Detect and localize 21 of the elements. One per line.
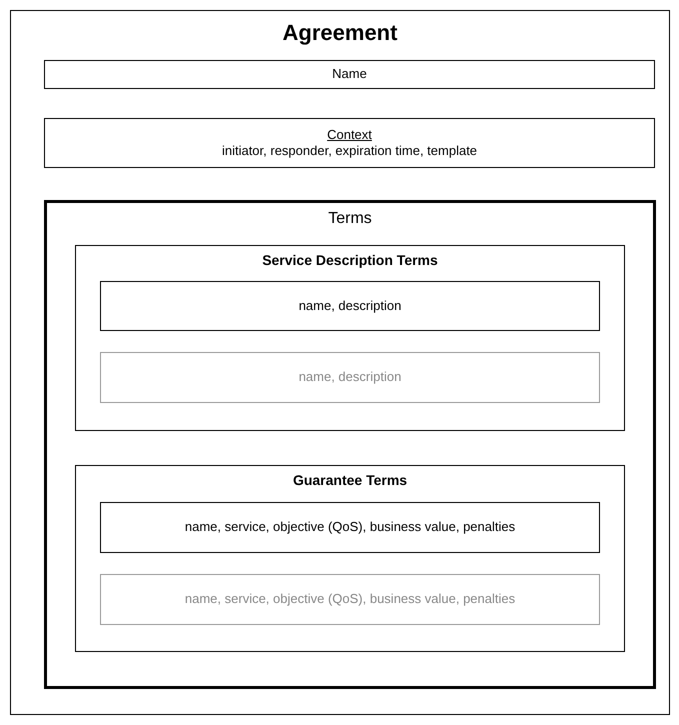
box-text: initiator, responder, expiration time, template xyxy=(222,143,478,160)
term-box xyxy=(100,502,600,553)
box-heading: Agreement xyxy=(282,19,398,46)
field-box xyxy=(44,118,655,168)
container-box xyxy=(44,200,656,689)
box-text: name, description xyxy=(298,298,402,314)
box-text: name, description xyxy=(298,369,402,386)
diagram-frame xyxy=(10,10,670,715)
box-text: Name xyxy=(332,66,367,83)
field-box xyxy=(44,60,655,89)
term-box xyxy=(100,574,600,625)
box-heading: Service Description Terms xyxy=(262,252,438,270)
box-text: Context xyxy=(327,126,372,143)
term-box xyxy=(100,281,600,331)
section-box xyxy=(75,465,625,652)
box-heading: Guarantee Terms xyxy=(292,472,408,490)
box-heading: Terms xyxy=(328,209,372,229)
box-text: name, service, objective (QoS), business value, penalties xyxy=(184,519,516,536)
box-text: name, service, objective (QoS), business value, penalties xyxy=(184,591,516,608)
term-box xyxy=(100,352,600,403)
section-box xyxy=(75,245,625,431)
